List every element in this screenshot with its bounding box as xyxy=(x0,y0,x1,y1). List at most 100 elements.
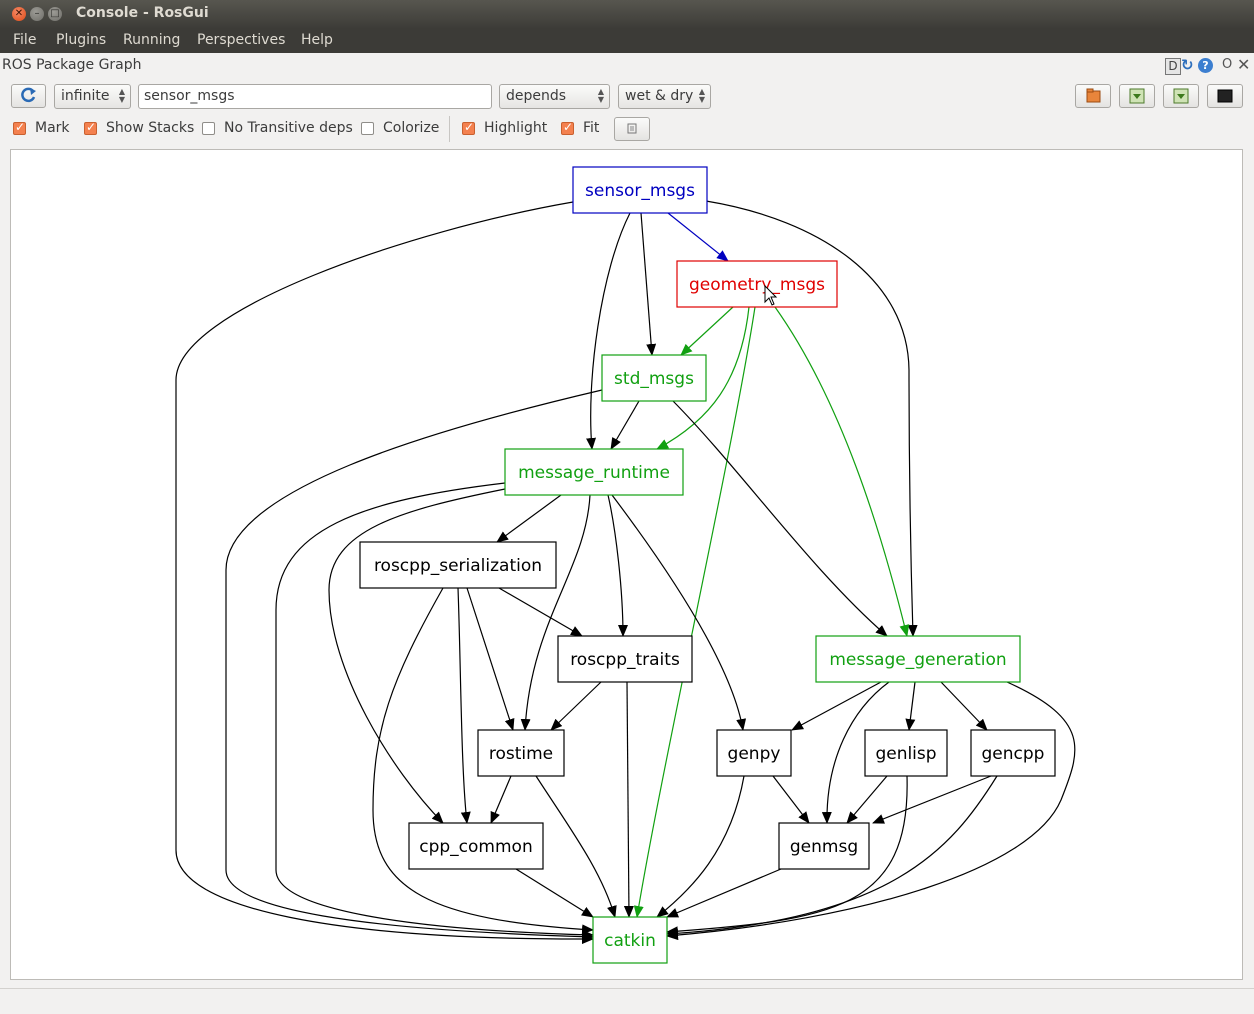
node-label: roscpp_serialization xyxy=(374,556,542,576)
node-genlisp[interactable]: genlisp xyxy=(865,730,947,776)
edge-genlisp-to-genmsg xyxy=(847,776,887,823)
minimize-plugin-button[interactable]: O xyxy=(1222,57,1232,72)
node-label: message_runtime xyxy=(518,463,670,483)
mark-checkbox-box xyxy=(13,122,26,135)
package-graph[interactable]: sensor_msgs geometry_msgs std_msgs message_… xyxy=(11,150,1242,979)
show-stacks-checkbox-label: Show Stacks xyxy=(106,120,194,136)
edge-sensor_msgs-to-std_msgs xyxy=(641,213,652,355)
edge-rostime-to-catkin xyxy=(536,776,615,917)
save-dot-button[interactable] xyxy=(1119,84,1155,108)
edge-std_msgs-to-message_generation xyxy=(673,401,887,636)
edge-message_runtime-to-rostime xyxy=(525,495,590,730)
spinner-arrows-icon: ▲▼ xyxy=(598,88,604,104)
source-select[interactable]: wet & dry ▲▼ xyxy=(618,84,711,109)
save-svg-button[interactable] xyxy=(1163,84,1199,108)
node-label: catkin xyxy=(604,931,656,951)
node-label: genpy xyxy=(728,744,781,764)
node-genpy[interactable]: genpy xyxy=(717,730,791,776)
menu-help[interactable]: Help xyxy=(301,32,333,48)
node-geometry_msgs[interactable]: geometry_msgs xyxy=(677,261,837,307)
help-icon[interactable]: ? xyxy=(1198,58,1213,73)
dock-button[interactable]: D xyxy=(1165,58,1181,75)
node-cpp_common[interactable]: cpp_common xyxy=(409,823,543,869)
save-image-button[interactable] xyxy=(1207,84,1243,108)
node-label: sensor_msgs xyxy=(585,181,695,201)
package-filter-input[interactable]: sensor_msgs xyxy=(138,84,492,109)
node-genmsg[interactable]: genmsg xyxy=(779,823,869,869)
window-maximize-button[interactable]: □ xyxy=(48,7,62,21)
load-dot-button[interactable] xyxy=(1075,84,1111,108)
edge-genpy-to-catkin xyxy=(657,776,744,917)
node-label: std_msgs xyxy=(614,369,694,389)
status-bar xyxy=(0,988,1254,1014)
edge-roscpp_traits-to-rostime xyxy=(551,682,601,730)
node-label: roscpp_traits xyxy=(570,650,680,670)
edge-sensor_msgs-to-geometry_msgs xyxy=(668,213,728,261)
node-sensor_msgs[interactable]: sensor_msgs xyxy=(573,167,707,213)
edge-message_generation-to-genlisp xyxy=(909,682,915,730)
close-plugin-icon[interactable]: ✕ xyxy=(1237,55,1250,74)
node-std_msgs[interactable]: std_msgs xyxy=(602,355,706,401)
window-minimize-button[interactable]: – xyxy=(30,7,44,21)
menu-perspectives[interactable]: Perspectives xyxy=(197,32,285,48)
edge-message_runtime-to-roscpp_traits xyxy=(608,495,623,636)
node-gencpp[interactable]: gencpp xyxy=(971,730,1055,776)
node-roscpp_traits[interactable]: roscpp_traits xyxy=(558,636,692,682)
fit-in-view-button[interactable] xyxy=(614,117,650,141)
mode-select-value: depends xyxy=(506,88,566,104)
menu-running[interactable]: Running xyxy=(123,32,180,48)
fit-checkbox-label: Fit xyxy=(583,120,599,136)
mode-select[interactable]: depends ▲▼ xyxy=(499,84,610,109)
options-separator xyxy=(449,116,450,142)
open-folder-icon xyxy=(1076,85,1110,107)
no-transitive-deps-checkbox-label: No Transitive deps xyxy=(224,120,353,136)
mark-checkbox-label: Mark xyxy=(35,120,70,136)
refresh-graph-button[interactable] xyxy=(11,84,46,108)
highlight-checkbox-label: Highlight xyxy=(484,120,547,136)
node-label: gencpp xyxy=(982,744,1045,764)
menu-plugins[interactable]: Plugins xyxy=(56,32,106,48)
edge-message_generation-to-genpy xyxy=(792,682,881,730)
menubar: File Plugins Running Perspectives Help xyxy=(0,29,1254,53)
edge-gencpp-to-genmsg xyxy=(873,776,991,823)
node-message_runtime[interactable]: message_runtime xyxy=(505,449,683,495)
no-transitive-deps-checkbox-box xyxy=(202,122,215,135)
window-close-button[interactable]: ✕ xyxy=(12,7,26,21)
depth-select[interactable]: infinite ▲▼ xyxy=(54,84,131,109)
save-svg-icon xyxy=(1164,85,1198,107)
plugin-title: ROS Package Graph xyxy=(2,57,142,73)
node-roscpp_serialization[interactable]: roscpp_serialization xyxy=(360,542,556,588)
edge-roscpp_serialization-to-cpp_common xyxy=(458,588,467,823)
edge-message_runtime-to-roscpp_serialization xyxy=(497,495,561,542)
edge-roscpp_serialization-to-roscpp_traits xyxy=(499,588,582,636)
edge-cpp_common-to-catkin xyxy=(516,869,593,917)
window-title: Console - RosGui xyxy=(76,5,209,21)
reload-plugin-icon[interactable]: ↻ xyxy=(1181,57,1197,73)
save-image-icon xyxy=(1208,85,1242,107)
depth-select-value: infinite xyxy=(61,88,109,104)
show-stacks-checkbox-box xyxy=(84,122,97,135)
edge-std_msgs-to-message_runtime xyxy=(611,401,639,449)
node-message_generation[interactable]: message_generation xyxy=(816,636,1020,682)
node-label: cpp_common xyxy=(419,837,532,857)
spinner-arrows-icon: ▲▼ xyxy=(699,88,705,104)
edge-roscpp_traits-to-catkin xyxy=(627,682,629,917)
edge-roscpp_serialization-to-rostime xyxy=(467,588,513,730)
save-dot-icon xyxy=(1120,85,1154,107)
node-label: message_generation xyxy=(829,650,1006,670)
edge-message_generation-to-catkin xyxy=(667,682,1075,936)
edge-genpy-to-genmsg xyxy=(773,776,809,823)
node-catkin[interactable]: catkin xyxy=(593,917,667,963)
edge-message_generation-to-gencpp xyxy=(941,682,987,730)
fit-in-view-icon xyxy=(615,118,649,140)
source-select-value: wet & dry xyxy=(625,88,693,104)
spinner-arrows-icon: ▲▼ xyxy=(119,88,125,104)
graph-canvas[interactable]: sensor_msgs geometry_msgs std_msgs message_… xyxy=(10,149,1243,980)
menu-file[interactable]: File xyxy=(13,32,36,48)
colorize-checkbox-label: Colorize xyxy=(383,120,439,136)
node-label: genmsg xyxy=(790,837,858,857)
edge-rostime-to-cpp_common xyxy=(491,776,511,823)
node-rostime[interactable]: rostime xyxy=(478,730,564,776)
node-label: genlisp xyxy=(875,744,936,764)
highlight-checkbox-box xyxy=(462,122,475,135)
